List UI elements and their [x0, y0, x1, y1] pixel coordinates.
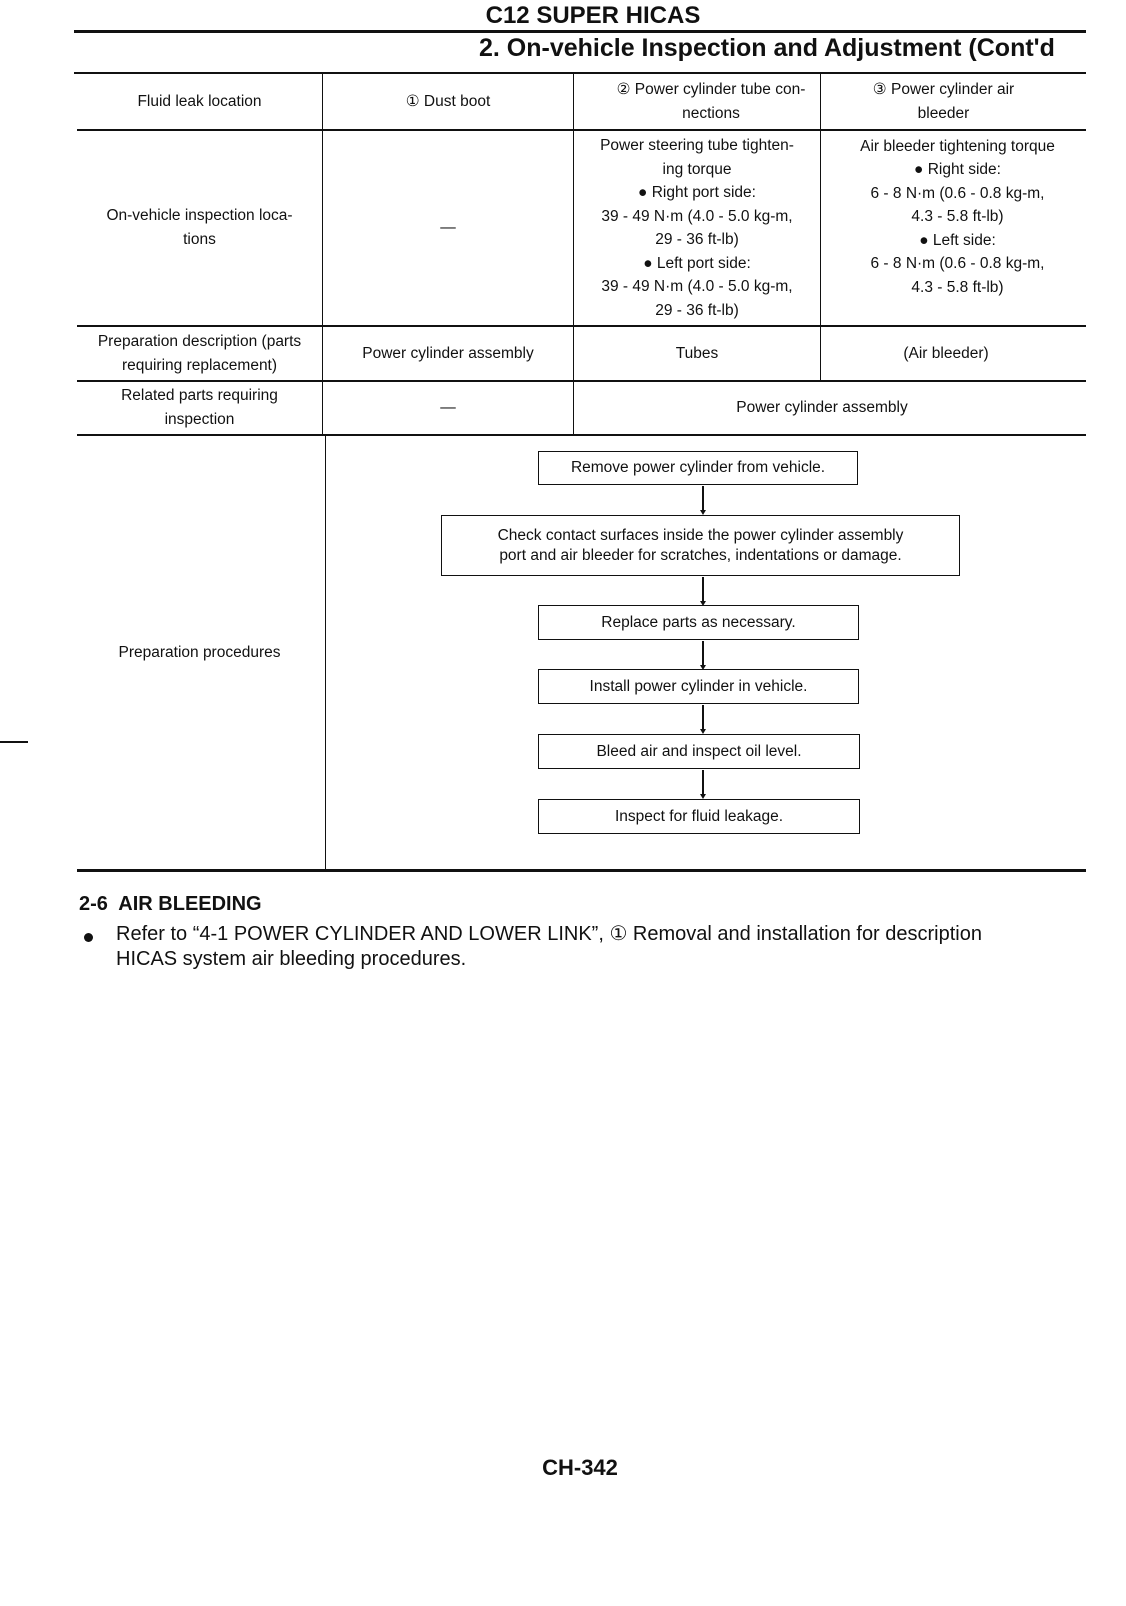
- section-bullet-text: Refer to “4-1 POWER CYLINDER AND LOWER L…: [116, 923, 982, 970]
- preparation-tube-value: Tubes: [675, 344, 719, 362]
- arrow-down-icon: [700, 729, 706, 734]
- inspection-bleeder-torque-spec: Air bleeder tightening torque ● Right si…: [860, 137, 1055, 296]
- flow-connector: [702, 641, 704, 665]
- related-row-label: Related parts requiring inspection: [121, 387, 278, 428]
- arrow-down-icon: [700, 794, 706, 799]
- flow-step-inspect: Inspect for fluid leakage.: [538, 799, 860, 834]
- flow-step-replace: Replace parts as necessary.: [538, 605, 859, 640]
- arrow-down-icon: [700, 601, 706, 606]
- table-column-divider: [322, 74, 323, 435]
- table-header-tube-connections: ② Power cylinder tube con- nections: [616, 80, 806, 122]
- preparation-bleeder-value: (Air bleeder): [903, 344, 989, 362]
- table-header-row-label: Fluid leak location: [137, 92, 262, 110]
- preparation-row-label: Preparation description (parts requiring…: [97, 332, 302, 374]
- related-dust-boot-value: —: [440, 399, 456, 416]
- table-column-divider: [820, 74, 821, 381]
- arrow-down-icon: [700, 665, 706, 670]
- flow-connector: [702, 577, 704, 601]
- inspection-row-label: On-vehicle inspection loca- tions: [106, 207, 293, 248]
- flow-step-install: Install power cylinder in vehicle.: [538, 669, 859, 704]
- table-row-divider: [77, 434, 1086, 436]
- table-column-divider: [573, 74, 574, 435]
- table-header-air-bleeder: ③ Power cylinder air bleeder: [872, 80, 1015, 122]
- table-bottom-rule: [77, 869, 1086, 872]
- table-column-divider: [325, 435, 326, 871]
- related-merged-value: Power cylinder assembly: [736, 399, 908, 416]
- table-row-divider: [77, 129, 1086, 131]
- bullet-icon: [84, 933, 93, 942]
- flow-connector: [702, 486, 704, 510]
- table-row-divider: [77, 380, 1086, 382]
- subtitle-rule: [74, 72, 1086, 74]
- flow-step-bleed: Bleed air and inspect oil level.: [538, 734, 860, 769]
- inspection-tube-torque-spec: Power steering tube tighten- ing torque …: [600, 137, 794, 319]
- inspection-dust-boot-value: —: [440, 219, 456, 236]
- flow-step-check: Check contact surfaces inside the power …: [441, 515, 960, 576]
- margin-mark: [0, 741, 28, 743]
- document-title: C12 SUPER HICAS: [485, 2, 701, 29]
- flow-connector: [702, 770, 704, 794]
- flow-step-remove: Remove power cylinder from vehicle.: [538, 451, 858, 485]
- procedures-row-label: Preparation procedures: [118, 643, 281, 661]
- table-row-divider: [77, 325, 1086, 327]
- document-subtitle: 2. On-vehicle Inspection and Adjustment …: [479, 34, 1055, 62]
- arrow-down-icon: [700, 510, 706, 515]
- section-heading: 2-6 AIR BLEEDING: [79, 893, 262, 915]
- page-number: CH-342: [542, 1455, 618, 1480]
- header-rule: [74, 30, 1086, 33]
- table-header-dust-boot: ① Dust boot: [405, 92, 491, 110]
- flow-connector: [702, 705, 704, 729]
- preparation-dust-boot-value: Power cylinder assembly: [362, 344, 534, 362]
